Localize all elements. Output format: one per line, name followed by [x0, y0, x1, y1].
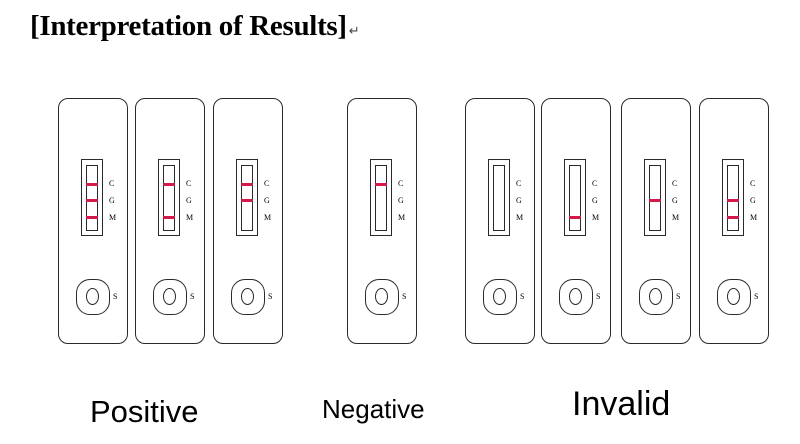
zone-label-igm: M: [398, 213, 406, 222]
test-line-M: [569, 216, 581, 219]
result-window: [488, 159, 510, 236]
zone-label-igg: G: [398, 196, 404, 205]
test-line-C: [86, 183, 98, 186]
strip-frame: [241, 165, 253, 231]
zone-label-control: C: [186, 179, 192, 188]
strip-frame: [375, 165, 387, 231]
strip-frame: [649, 165, 661, 231]
sample-label: S: [402, 292, 407, 301]
sample-label: S: [268, 292, 273, 301]
page-title: [Interpretation of Results]↵: [30, 10, 360, 43]
zone-label-igg: G: [264, 196, 270, 205]
sample-label: S: [520, 292, 525, 301]
zone-label-igm: M: [264, 213, 272, 222]
zone-label-control: C: [750, 179, 756, 188]
zone-label-control: C: [264, 179, 270, 188]
test-line-C: [163, 183, 175, 186]
zone-label-igm: M: [186, 213, 194, 222]
sample-label: S: [754, 292, 759, 301]
zone-label-igm: M: [516, 213, 524, 222]
test-line-G: [727, 199, 739, 202]
zone-label-igg: G: [750, 196, 756, 205]
sample-well: [559, 279, 593, 315]
sample-label: S: [596, 292, 601, 301]
result-window: [722, 159, 744, 236]
sample-label: S: [676, 292, 681, 301]
test-line-G: [241, 199, 253, 202]
sample-well-oval: [649, 288, 662, 305]
test-line-G: [649, 199, 661, 202]
zone-label-igg: G: [516, 196, 522, 205]
strip-frame: [569, 165, 581, 231]
sample-well: [76, 279, 110, 315]
test-line-G: [86, 199, 98, 202]
sample-well-oval: [163, 288, 176, 305]
caption-negative: Negative: [322, 394, 425, 424]
sample-well-oval: [493, 288, 506, 305]
zone-label-control: C: [516, 179, 522, 188]
zone-label-igm: M: [109, 213, 117, 222]
strip-frame: [86, 165, 98, 231]
zone-label-igg: G: [186, 196, 192, 205]
strip-frame: [163, 165, 175, 231]
zone-label-igm: M: [592, 213, 600, 222]
test-line-C: [241, 183, 253, 186]
sample-well-oval: [86, 288, 99, 305]
result-window: [81, 159, 103, 236]
sample-well-oval: [375, 288, 388, 305]
caption-invalid: Invalid: [572, 385, 671, 423]
test-line-M: [86, 216, 98, 219]
result-window: [370, 159, 392, 236]
zone-label-igm: M: [672, 213, 680, 222]
paragraph-mark: ↵: [348, 23, 360, 38]
sample-well: [717, 279, 751, 315]
caption-positive: Positive: [90, 394, 199, 429]
sample-well: [483, 279, 517, 315]
sample-well-oval: [241, 288, 254, 305]
test-line-M: [727, 216, 739, 219]
zone-label-control: C: [672, 179, 678, 188]
strip-frame: [493, 165, 505, 231]
sample-well-oval: [727, 288, 740, 305]
zone-label-igg: G: [109, 196, 115, 205]
zone-label-igg: G: [672, 196, 678, 205]
sample-label: S: [190, 292, 195, 301]
sample-well: [365, 279, 399, 315]
result-window: [644, 159, 666, 236]
strip-frame: [727, 165, 739, 231]
result-window: [564, 159, 586, 236]
heading-text: [Interpretation of Results]: [30, 10, 347, 42]
sample-well-oval: [569, 288, 582, 305]
sample-well: [639, 279, 673, 315]
zone-label-igg: G: [592, 196, 598, 205]
zone-label-control: C: [592, 179, 598, 188]
sample-well: [231, 279, 265, 315]
sample-label: S: [113, 292, 118, 301]
test-line-M: [163, 216, 175, 219]
test-line-C: [375, 183, 387, 186]
zone-label-control: C: [109, 179, 115, 188]
sample-well: [153, 279, 187, 315]
result-window: [158, 159, 180, 236]
result-window: [236, 159, 258, 236]
zone-label-igm: M: [750, 213, 758, 222]
zone-label-control: C: [398, 179, 404, 188]
